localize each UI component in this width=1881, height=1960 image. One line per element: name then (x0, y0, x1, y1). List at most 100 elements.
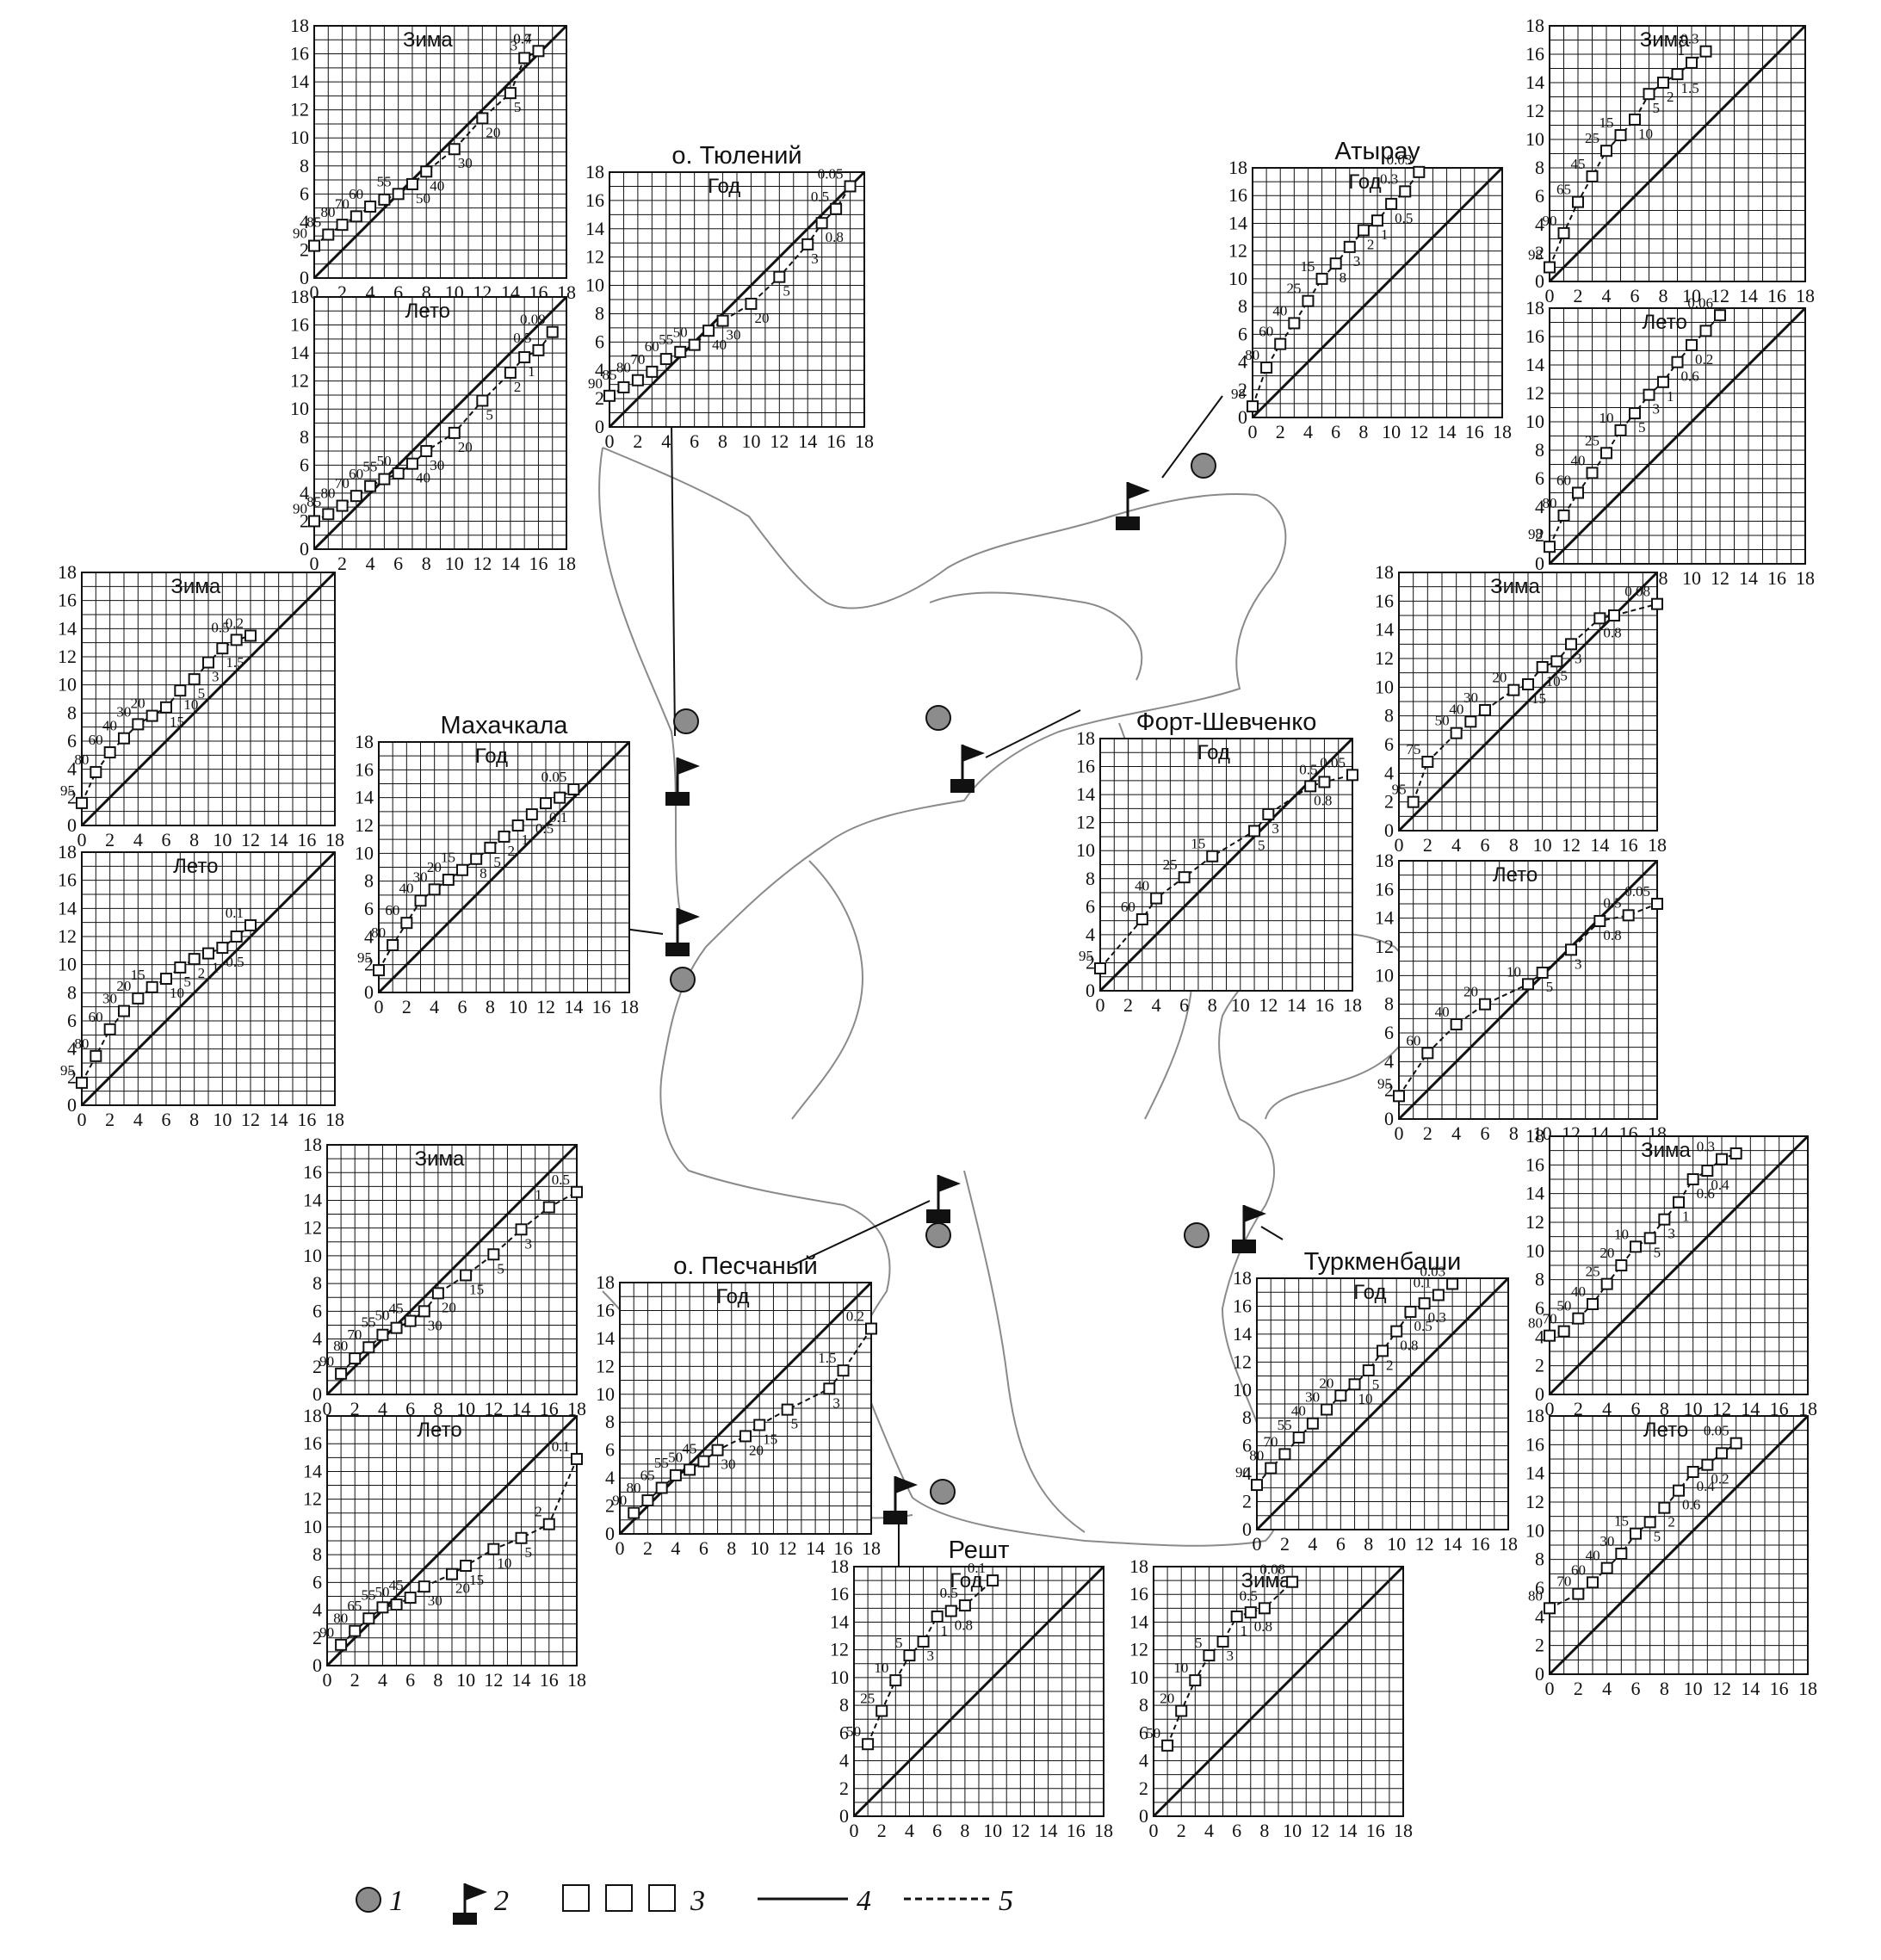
point-label: 0.5 (226, 954, 244, 970)
x-tick-label: 10 (445, 553, 464, 574)
data-point (1557, 509, 1570, 522)
y-tick-label: 0 (1384, 1108, 1394, 1129)
data-point (1244, 1606, 1257, 1619)
x-tick-label: 0 (1395, 834, 1404, 856)
point-label: 0.4 (1697, 1478, 1716, 1494)
data-point (405, 457, 418, 470)
y-tick-label: 16 (303, 1161, 322, 1183)
point-label: 0.3 (1380, 170, 1398, 187)
reference-line (312, 295, 568, 551)
point-label: 5 (486, 406, 493, 423)
x-tick-label: 2 (1574, 1398, 1583, 1419)
y-tick-label: 12 (290, 99, 309, 121)
point-label: 3 (1227, 1648, 1234, 1664)
point-label: 55 (377, 173, 392, 189)
data-point (1247, 400, 1259, 413)
y-tick-label: 12 (1525, 382, 1544, 404)
y-tick-label: 2 (595, 387, 604, 409)
y-tick-label: 8 (1242, 1407, 1252, 1428)
x-tick-label: 2 (1276, 421, 1285, 442)
data-point (1479, 998, 1491, 1011)
y-tick-label: 2 (1535, 524, 1544, 546)
data-point (174, 684, 187, 697)
data-point (1651, 898, 1663, 910)
y-tick-label: 12 (1525, 100, 1544, 121)
point-label: 0.8 (1400, 1338, 1418, 1354)
y-tick-label: 6 (595, 331, 604, 352)
y-tick-label: 2 (1535, 1355, 1544, 1376)
point-label: 5 (198, 685, 206, 702)
point-label: 20 (1599, 1245, 1614, 1261)
x-tick-label: 16 (1067, 1820, 1086, 1841)
x-tick-label: 10 (741, 430, 760, 452)
panel-title: Лето (1493, 863, 1538, 887)
y-tick-label: 16 (290, 314, 309, 336)
x-tick-label: 16 (297, 829, 316, 850)
x-tick-label: 0 (1395, 1122, 1404, 1144)
point-label: 40 (712, 337, 727, 353)
x-tick-label: 4 (1303, 421, 1313, 442)
data-point (1536, 661, 1549, 673)
y-tick-label: 8 (839, 1694, 849, 1716)
data-point (216, 642, 229, 655)
data-point (1094, 961, 1106, 974)
point-label: 45 (389, 1301, 404, 1317)
y-tick-label: 14 (355, 787, 374, 808)
point-label: 40 (416, 470, 430, 486)
y-tick-label: 4 (67, 1038, 77, 1060)
y-tick-label: 4 (1535, 496, 1544, 517)
point-label: 55 (361, 1586, 375, 1603)
y-tick-label: 2 (312, 1627, 322, 1648)
data-point (230, 931, 243, 943)
data-point (1673, 1196, 1685, 1209)
point-label: 5 (1372, 1376, 1380, 1393)
point-label: 10 (1614, 1226, 1629, 1242)
y-tick-label: 6 (300, 454, 309, 475)
point-label: 40 (399, 880, 414, 896)
x-tick-label: 14 (1339, 1820, 1358, 1841)
y-tick-label: 0 (67, 1094, 77, 1116)
x-tick-label: 8 (1358, 421, 1368, 442)
point-label: 1.5 (226, 654, 244, 671)
station-circle-marker (925, 705, 951, 731)
point-label: 0.8 (955, 1617, 973, 1634)
point-label: 30 (458, 155, 473, 171)
data-point (823, 1382, 836, 1395)
data-point (903, 1649, 916, 1662)
point-label: 30 (116, 703, 131, 720)
y-tick-label: 14 (830, 1611, 849, 1632)
data-point (1673, 1484, 1685, 1497)
x-tick-label: 18 (1394, 1820, 1413, 1841)
data-point (659, 353, 672, 366)
y-tick-label: 16 (1233, 1295, 1252, 1316)
y-tick-label: 14 (1525, 71, 1544, 93)
point-label: 45 (682, 1441, 696, 1457)
data-point (697, 1455, 710, 1468)
data-point (1251, 1479, 1263, 1492)
point-label: 0.2 (226, 615, 244, 632)
point-label: 80 (1245, 347, 1259, 363)
y-tick-label: 8 (1139, 1694, 1148, 1716)
point-label: 80 (74, 1036, 89, 1052)
x-tick-label: 16 (1619, 834, 1638, 856)
data-point (400, 917, 413, 930)
y-tick-label: 16 (1525, 43, 1544, 65)
panel-title: Год (1197, 741, 1230, 764)
y-tick-label: 10 (1076, 839, 1095, 861)
x-tick-label: 2 (1423, 834, 1432, 856)
point-label: 0.5 (211, 619, 229, 635)
data-point (1572, 195, 1584, 208)
x-tick-label: 6 (1631, 1678, 1641, 1699)
y-tick-label: 18 (585, 161, 604, 182)
data-point (540, 797, 552, 810)
point-label: 10 (1173, 1660, 1188, 1676)
y-tick-label: 16 (1525, 325, 1544, 347)
data-point (801, 238, 814, 250)
point-label: 0.2 (1695, 351, 1713, 368)
x-tick-label: 12 (241, 829, 260, 850)
data-point (669, 1468, 682, 1481)
x-tick-label: 4 (1602, 1398, 1612, 1419)
y-tick-label: 10 (355, 842, 374, 863)
point-label: 3 (1353, 253, 1361, 269)
